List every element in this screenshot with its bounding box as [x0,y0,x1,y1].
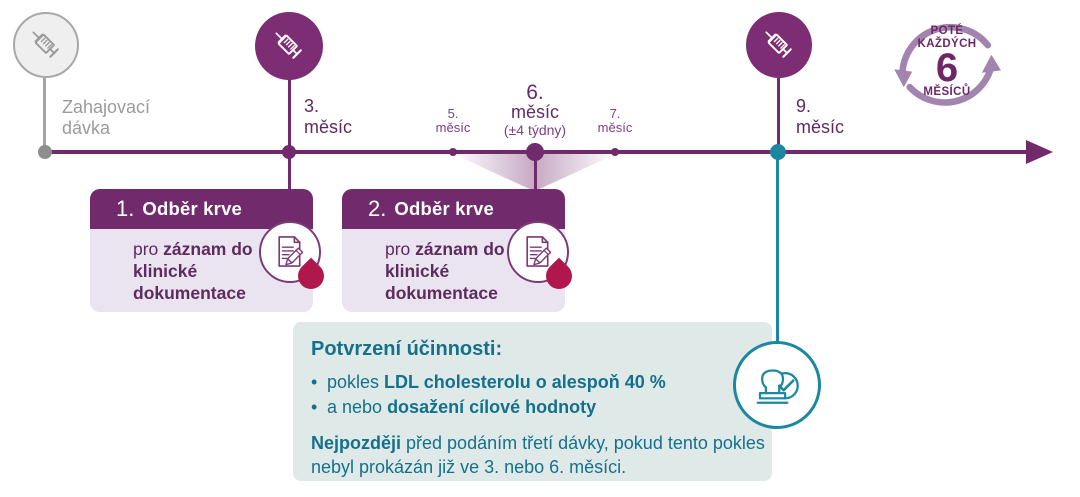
syringe-icon [761,27,793,59]
repeat-badge-text: POTÉ KAŽDÝCH 6 MĚSÍCŮ [887,2,1007,122]
badge-number-6: 6 [935,46,959,90]
card-1-header: 1. Odběr krve [90,189,313,229]
card-1-step-number: 1. [116,196,135,221]
confirmation-bullet-1: • pokles LDL cholesterolu o alespoň 40 % [311,370,772,395]
blood-record-icon-circle-1 [259,221,321,283]
stamp-check-icon [756,369,799,405]
month9-number: 9. [796,96,812,116]
card-1-body-prefix: pro [133,239,164,259]
card-2-step-number: 2. [368,196,387,221]
bullet-2-bold: dosažení cílové hodnoty [387,397,597,417]
cycle-arrows-icon [894,23,1001,106]
month5-label: 5. měsíc [431,107,475,135]
timeline-dot-month3 [282,145,296,159]
timeline-arrowhead-icon [1026,140,1053,164]
note-rest: před podáním třetí dávky, pokud tento po… [311,433,765,477]
badge-word-pote: POTÉ [930,25,964,37]
connector-month9-stamp [776,154,779,343]
month3-dose-node [255,12,323,80]
month6-window-note: (±4 týdny) [503,122,567,138]
month9-label: 9. měsíc [796,96,844,138]
month6-label: 6. měsíc (±4 týdny) [483,82,587,138]
bullet-marker: • [311,397,318,417]
month9-dose-node [746,12,812,78]
card-2-body-text: pro záznam do klinické dokumentace [385,238,525,304]
connector-initial-dose [43,78,46,152]
blood-draw-card-1: 1. Odběr krve pro záznam do klinické dok… [90,189,313,312]
card-1-body-bold: záznam do klinické dokumentace [133,239,253,303]
repeat-cycle-badge: POTÉ KAŽDÝCH 6 MĚSÍCŮ [887,2,1007,122]
card-1-body: pro záznam do klinické dokumentace [90,229,313,312]
bullet-2-prefix: a nebo [327,397,388,417]
card-1-body-text: pro záznam do klinické dokumentace [133,238,273,304]
note-bold: Nejpozději [311,433,402,453]
month3-number: 3. [304,96,320,116]
card-2-body-prefix: pro [385,239,416,259]
initial-dose-node [13,12,79,78]
confirmation-bullet-2: • a nebo dosažení cílové hodnoty [311,395,772,420]
timeline-dot-month5 [449,148,457,156]
badge-word-kazdych: KAŽDÝCH [917,38,977,50]
month7-label: 7. měsíc [593,107,637,135]
initial-dose-label-line1: Zahajovací [62,97,151,117]
syringe-icon [28,27,60,59]
month5-number: 5. [447,106,459,121]
month5-unit: měsíc [435,120,471,135]
connector-month9 [777,78,780,152]
card-1-title: Odběr krve [142,198,243,219]
timeline-dot-month6 [526,143,544,161]
syringe-icon [271,28,303,60]
initial-dose-label: Zahajovací dávka [62,97,150,139]
month7-unit: měsíc [597,120,633,135]
initial-dose-label-line2: dávka [62,118,111,138]
card-2-body-bold: záznam do klinické dokumentace [385,239,505,303]
approval-stamp-icon-circle [733,341,821,429]
month3-label: 3. měsíc [304,96,352,138]
blood-draw-card-2: 2. Odběr krve pro záznam do klinické dok… [342,189,565,312]
efficacy-confirmation-box: Potvrzení účinnosti: • pokles LDL cholest… [293,322,772,481]
confirmation-title: Potvrzení účinnosti: [311,338,503,360]
timeline-dot-month9 [770,144,786,160]
month3-unit: měsíc [304,117,353,137]
card-2-title: Odběr krve [394,198,495,219]
bullet-marker: • [311,372,318,392]
window-wedge-left [453,154,534,191]
bullet-1-bold: LDL cholesterolu o alespoň 40 % [384,372,666,392]
bullet-1-prefix: pokles [327,372,385,392]
badge-word-mesicu: MĚSÍCŮ [923,86,971,98]
timeline-dot-month7 [611,148,619,156]
window-wedge-right [535,154,616,191]
month6-number: 6. [526,81,544,104]
month7-number: 7. [609,106,621,121]
timeline-dot-initial [38,145,52,159]
month6-unit: měsíc [510,102,559,122]
month9-unit: měsíc [796,117,845,137]
confirmation-deadline-note: Nejpozději před podáním třetí dávky, pok… [311,431,767,479]
connector-month6 [534,153,537,223]
